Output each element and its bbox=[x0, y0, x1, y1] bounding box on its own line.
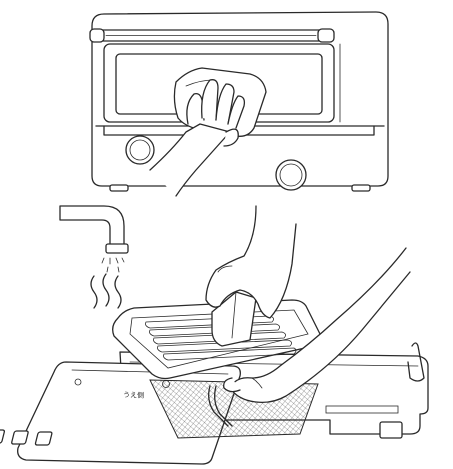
faucet bbox=[60, 206, 128, 253]
left-knob bbox=[126, 136, 154, 164]
oven-handle bbox=[90, 29, 334, 42]
right-knob bbox=[276, 160, 306, 190]
steam-lines bbox=[91, 274, 121, 308]
water-drops bbox=[102, 258, 124, 272]
crumb-tray-label: うえ側 bbox=[123, 390, 144, 400]
